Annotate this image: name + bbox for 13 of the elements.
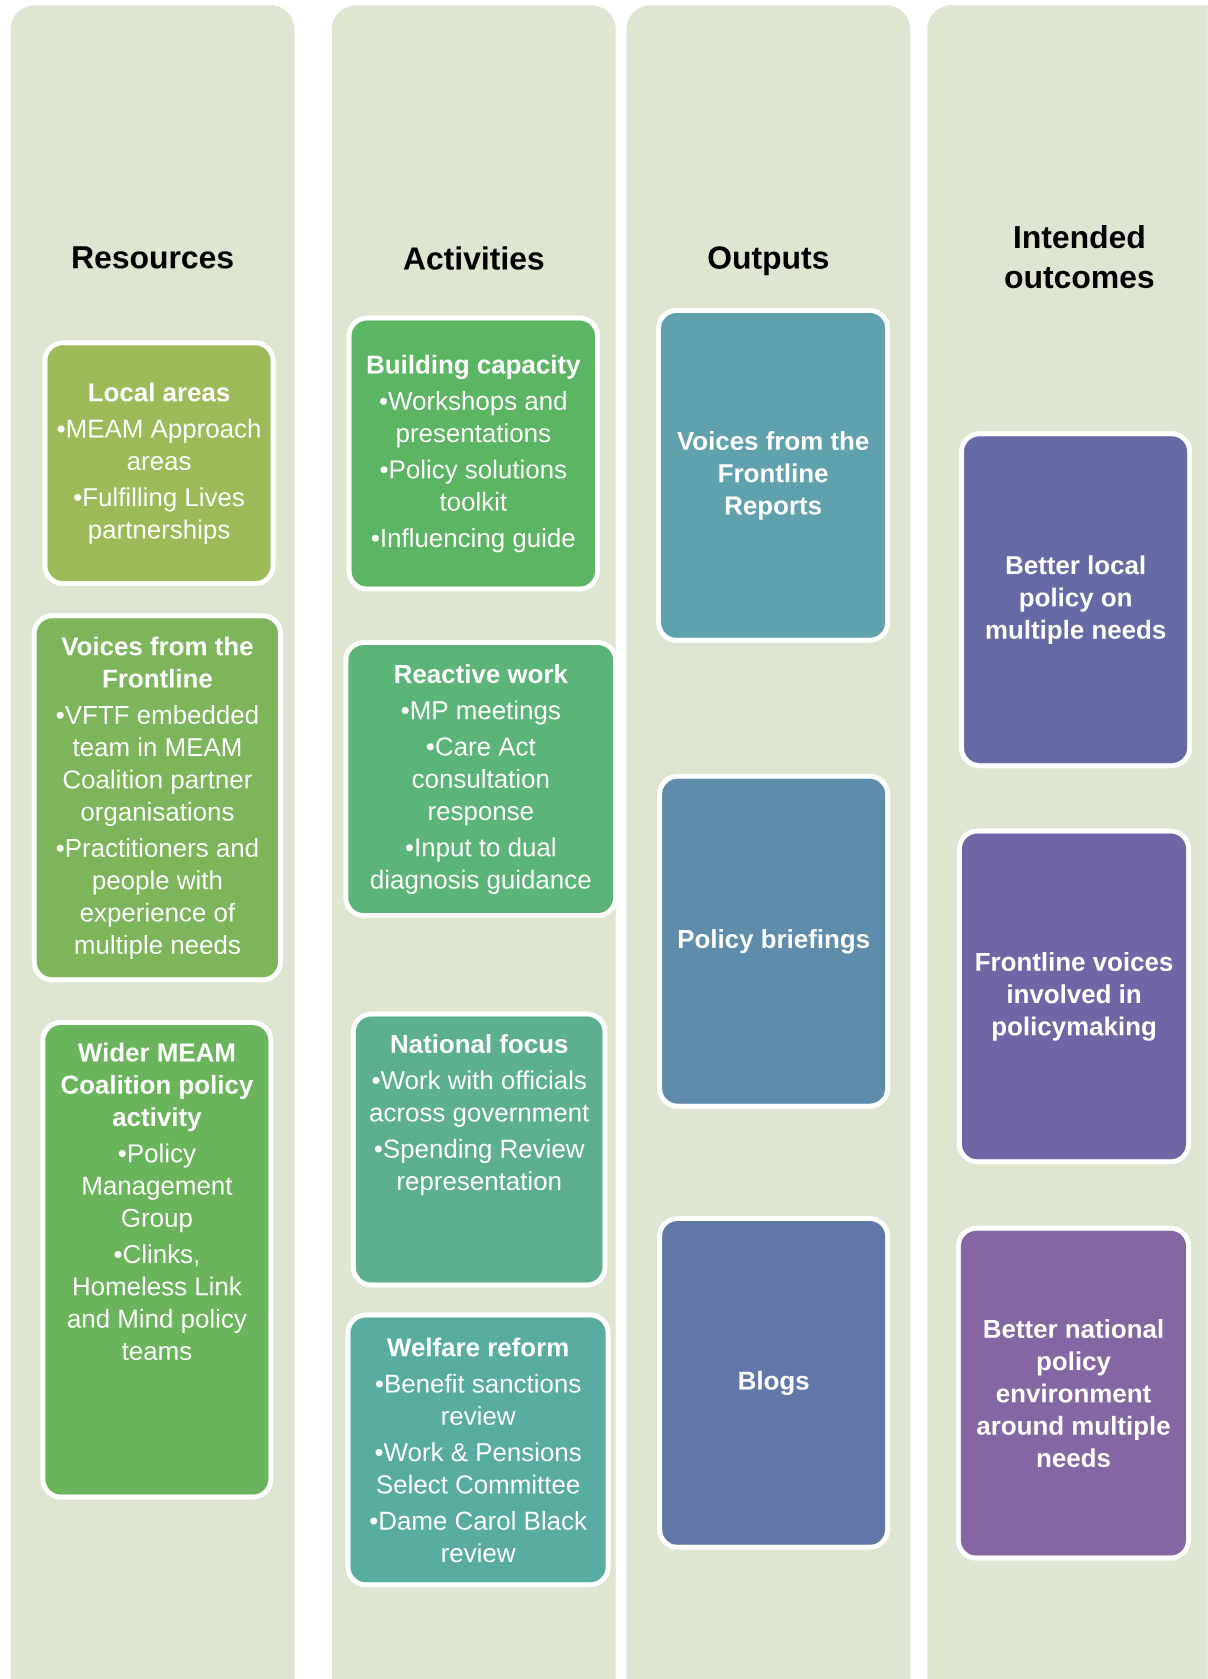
text-box: Welfare reform •Benefit sanctions review •Work & Pensions Select Committee •Dame Carol Black review xyxy=(345,1312,611,1588)
text-box: Voices from the Frontline Reports xyxy=(656,308,891,643)
text-box: Frontline voices involved in policymaking xyxy=(957,828,1192,1165)
text-box: Better national policy environment around multiple needs xyxy=(955,1225,1192,1561)
text-box: Better local policy on multiple needs xyxy=(959,431,1193,769)
text-box: Local areas •MEAM Approach areas •Fulfilling Lives partnerships xyxy=(42,340,276,587)
text-box: Blogs xyxy=(657,1216,891,1550)
text-box: Reactive work •MP meetings •Care Act consultation response •Input to dual diagnosis guidance xyxy=(343,640,619,919)
text-box: National focus •Work with officials across government •Spending Review representation xyxy=(350,1011,608,1288)
text-box: Policy briefings xyxy=(657,773,891,1109)
text-box: Voices from the Frontline •VFTF embedded team in MEAM Coalition partner organisations •Practitioners and people with experience of multiple needs xyxy=(31,613,284,983)
text-box: Building capacity •Workshops and presentations •Policy solutions toolkit •Influencing guide xyxy=(346,315,601,592)
text-box: Wider MEAM Coalition policy activity •Policy Management Group •Clinks, Homeless Link and Mind policy teams xyxy=(40,1020,274,1500)
